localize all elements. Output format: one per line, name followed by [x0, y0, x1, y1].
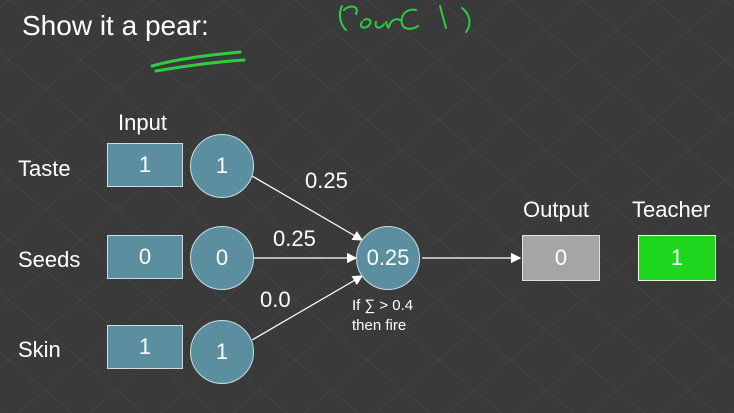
output-value: 0 — [554, 245, 568, 270]
handwritten-underline — [150, 50, 246, 73]
input-value-skin: 1 — [138, 334, 152, 359]
input-header: Input — [118, 110, 167, 135]
firing-rule: If ∑ > 0.4 then fire — [352, 296, 462, 336]
input-node-skin: 1 — [190, 320, 254, 384]
input-node-taste: 1 — [190, 134, 254, 198]
output-box: 0 — [522, 235, 600, 281]
teacher-header: Teacher — [632, 197, 711, 222]
input-node-seeds: 0 — [190, 226, 254, 290]
teacher-box: 1 — [638, 235, 716, 281]
input-box-seeds: 0 — [107, 235, 183, 279]
connection-taste-to-neuron — [251, 175, 364, 241]
row-label-seeds: Seeds — [18, 247, 81, 272]
node-value-skin: 1 — [215, 339, 229, 364]
row-label-taste: Taste — [18, 156, 71, 181]
firing-rule-line2: then fire — [352, 317, 407, 334]
firing-rule-line1: If ∑ > 0.4 — [352, 297, 414, 314]
weight-skin: 0.0 — [260, 287, 291, 312]
output-header: Output — [523, 197, 590, 222]
node-value-seeds: 0 — [215, 245, 229, 270]
input-value-taste: 1 — [138, 152, 152, 177]
input-box-skin: 1 — [107, 325, 183, 369]
input-box-taste: 1 — [107, 143, 183, 187]
neuron-value: 0.25 — [366, 245, 410, 270]
weight-seeds: 0.25 — [273, 226, 316, 251]
handwritten-scribble — [338, 5, 471, 33]
weight-taste: 0.25 — [305, 168, 348, 193]
neuron-node: 0.25 — [356, 226, 420, 290]
teacher-value: 1 — [670, 245, 684, 270]
node-value-taste: 1 — [215, 153, 229, 178]
input-value-seeds: 0 — [138, 244, 152, 269]
connection-skin-to-neuron — [251, 275, 364, 341]
row-label-skin: Skin — [18, 337, 61, 362]
slide-title: Show it a pear: — [22, 10, 209, 41]
